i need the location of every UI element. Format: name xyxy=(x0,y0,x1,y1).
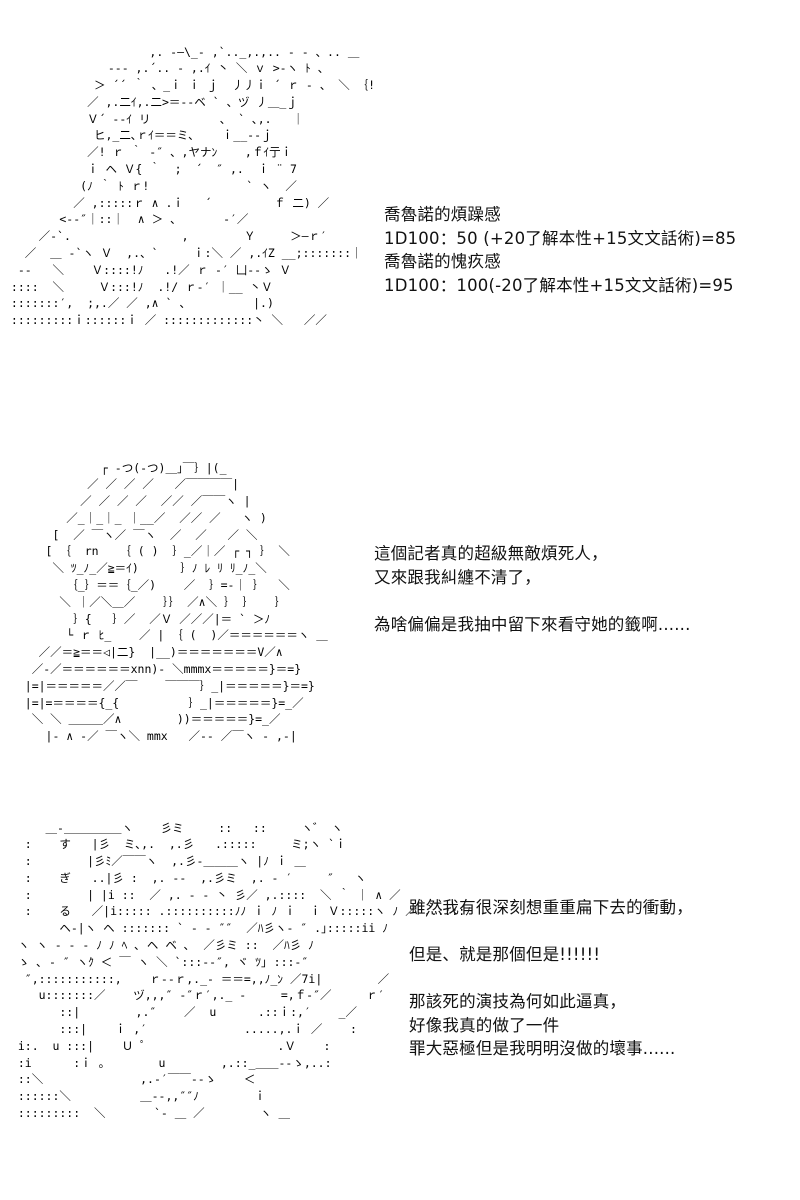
ascii-art-panel-3: ＿-＿＿＿＿＿ヽ 彡ミ :: :: ヽ゛ ヽ : す |彡 ミ､,. ,.彡 .… xyxy=(17,820,471,1121)
ascii-art-panel-1: ,. ‐―\_‐ ,`.._,.,.. ‐ - 、.. ＿ ‐-‐ ,.´.. … xyxy=(10,44,376,328)
dialogue-block-1: 喬魯諾的煩躁感 1D100：50 (+20了解本性+15文文話術)=85 喬魯諾… xyxy=(384,205,737,295)
dialogue-block-3: 雖然我有很深刻想重重扁下去的衝動， 但是、就是那個但是!!!!!! 那該死的演技… xyxy=(409,898,693,1058)
ascii-art-panel-2: ┌ ‐つ(‐つ)＿｣￣｝|(_ ／ ／ ／ ／ ／￣￣￣￣| ／ ／ ／ ／ ／… xyxy=(24,460,328,744)
dialogue-block-2: 這個記者真的超級無敵煩死人， 又來跟我糾纏不清了， 為啥偏偏是我抽中留下來看守她… xyxy=(374,544,691,634)
